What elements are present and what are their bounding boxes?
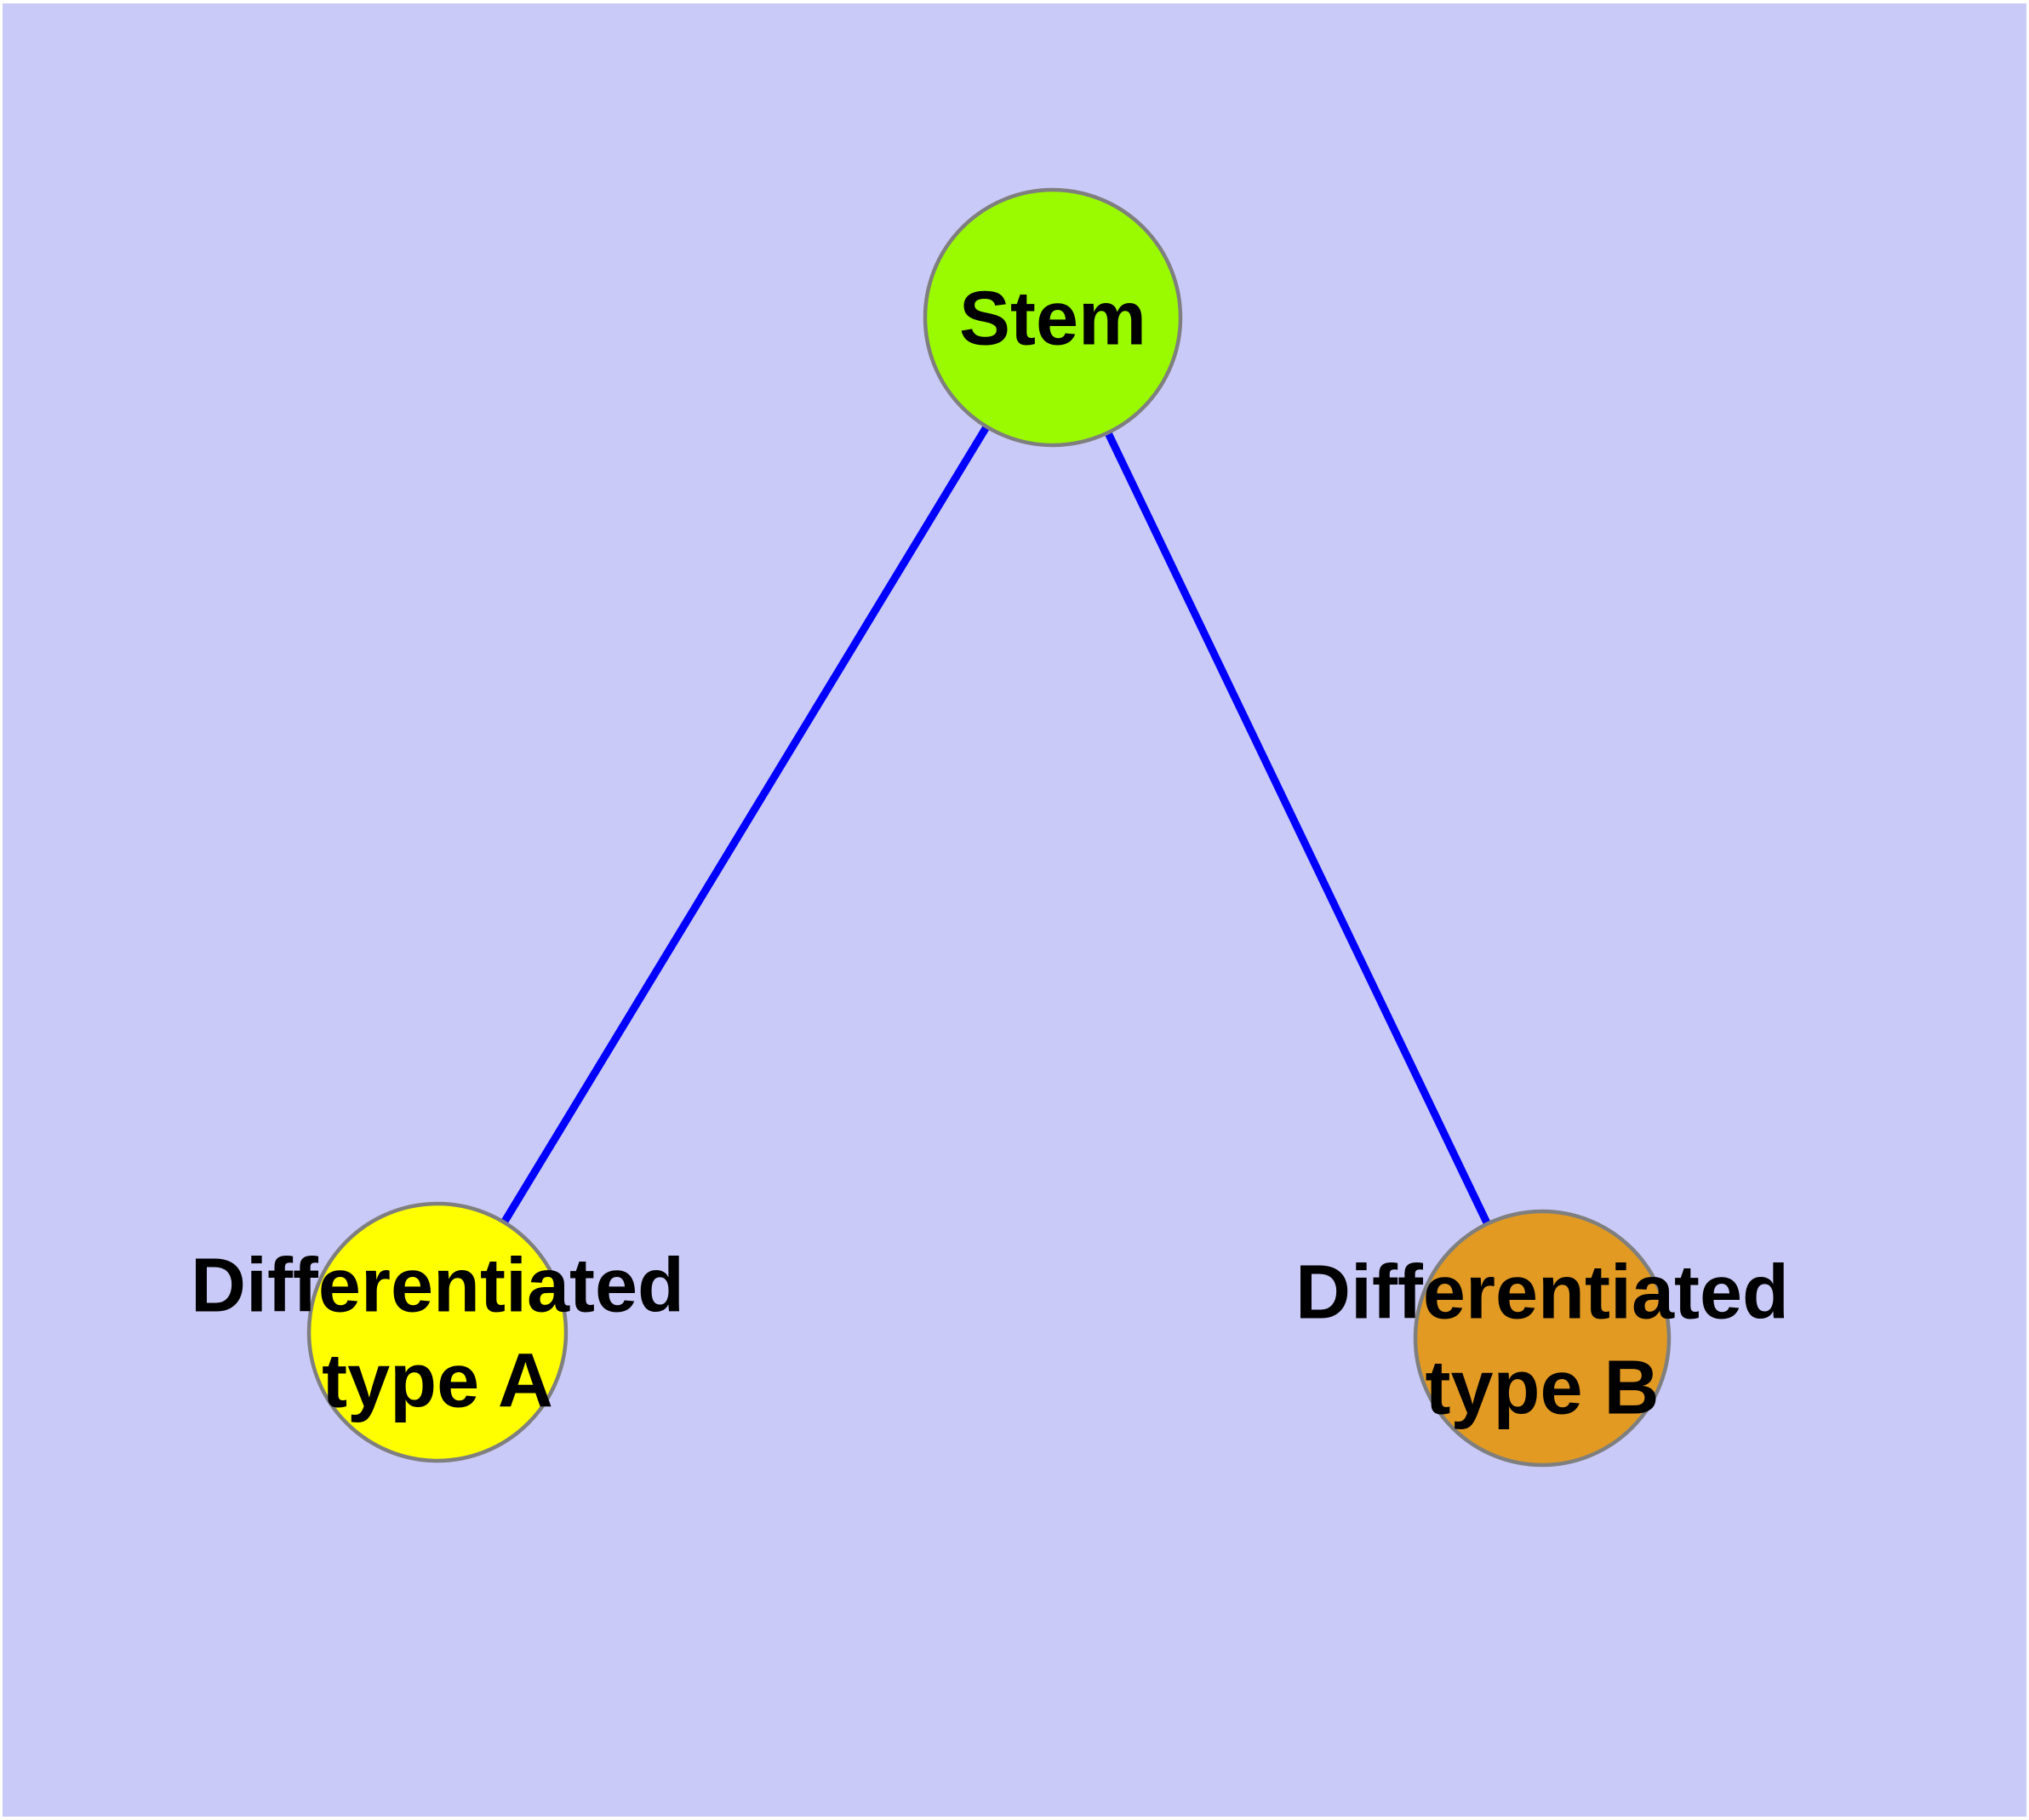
node-type-a-label-line2: type A xyxy=(322,1339,553,1424)
node-type-a-label-line1: Differentiated xyxy=(191,1244,684,1329)
node-differentiated-type-a: Differentiated type A xyxy=(191,1201,684,1463)
node-type-b-label-line1: Differentiated xyxy=(1295,1251,1789,1336)
node-type-a-circle xyxy=(306,1201,569,1463)
node-type-b-label-line2: type B xyxy=(1425,1346,1659,1431)
edge-stem-to-type-b xyxy=(1049,316,1546,1340)
node-differentiated-type-b: Differentiated type B xyxy=(1295,1209,1789,1468)
node-stem: Stem xyxy=(923,187,1183,448)
edge-stem-to-type-a xyxy=(434,315,1056,1335)
node-stem-label: Stem xyxy=(959,277,1146,362)
node-type-b-circle xyxy=(1413,1209,1672,1468)
node-stem-circle xyxy=(923,187,1183,448)
